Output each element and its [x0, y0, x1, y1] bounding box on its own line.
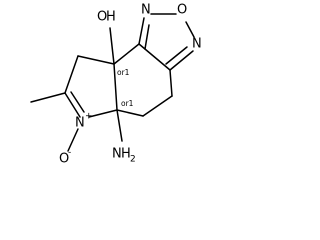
- molecule-structure: N O N O H or1 or1 N + O - N H 2: [30, 3, 202, 167]
- bond-n-right-c3a: [169, 50, 194, 71]
- stereo-label-bottom: or1: [121, 99, 134, 108]
- atom-o-oxide-charge: -: [68, 148, 71, 158]
- bond-c7a-c1: [113, 43, 140, 65]
- bond-c4a-c7a: [113, 63, 118, 111]
- atom-n-furazan-right: N: [192, 37, 202, 52]
- atom-n-oxide: N: [75, 116, 85, 131]
- bond-cmethyl-n-double: [64, 92, 81, 118]
- bond-methyl: [30, 92, 66, 103]
- atom-n-furazan-top: N: [141, 3, 151, 18]
- atom-amino-subscript: 2: [130, 155, 136, 165]
- bond-ch2-cmethyl: [64, 55, 79, 94]
- bond-c7a-oh: [109, 27, 115, 65]
- atom-amino-h: H: [121, 147, 131, 162]
- atom-amino-n: N: [112, 147, 122, 162]
- bond-c1-c3a: [138, 43, 171, 71]
- bond-n-o-oxide: [67, 128, 79, 152]
- bond-n-right-c3a-inner: [165, 46, 188, 65]
- bond-c1-n-top-double: [138, 17, 145, 45]
- atom-labels: N O N O H or1 or1 N + O - N H 2: [59, 3, 202, 167]
- bond-lines: [30, 13, 195, 152]
- atom-o-furazan: O: [177, 3, 187, 18]
- bond-c4-c5: [142, 95, 173, 117]
- atom-o-oxide: O: [59, 152, 69, 167]
- atom-oh-oxygen: O: [97, 10, 107, 25]
- atom-oh-hydrogen: H: [106, 10, 116, 25]
- bond-c3a-c4: [169, 69, 173, 97]
- bond-c4a-nh2: [116, 109, 123, 142]
- stereo-label-top: or1: [117, 68, 130, 77]
- bond-c7a-ch2: [77, 55, 115, 65]
- molecule-canvas: N O N O H or1 or1 N + O - N H 2: [0, 0, 212, 172]
- bond-cmethyl-n-double-inner: [70, 91, 85, 113]
- bond-c5-c4a: [116, 109, 144, 117]
- bond-c1-n-top-double-inner: [144, 24, 150, 50]
- bond-n-c4a: [88, 109, 118, 118]
- atom-n-oxide-charge: +: [85, 112, 93, 122]
- bond-o-n-right: [185, 21, 195, 38]
